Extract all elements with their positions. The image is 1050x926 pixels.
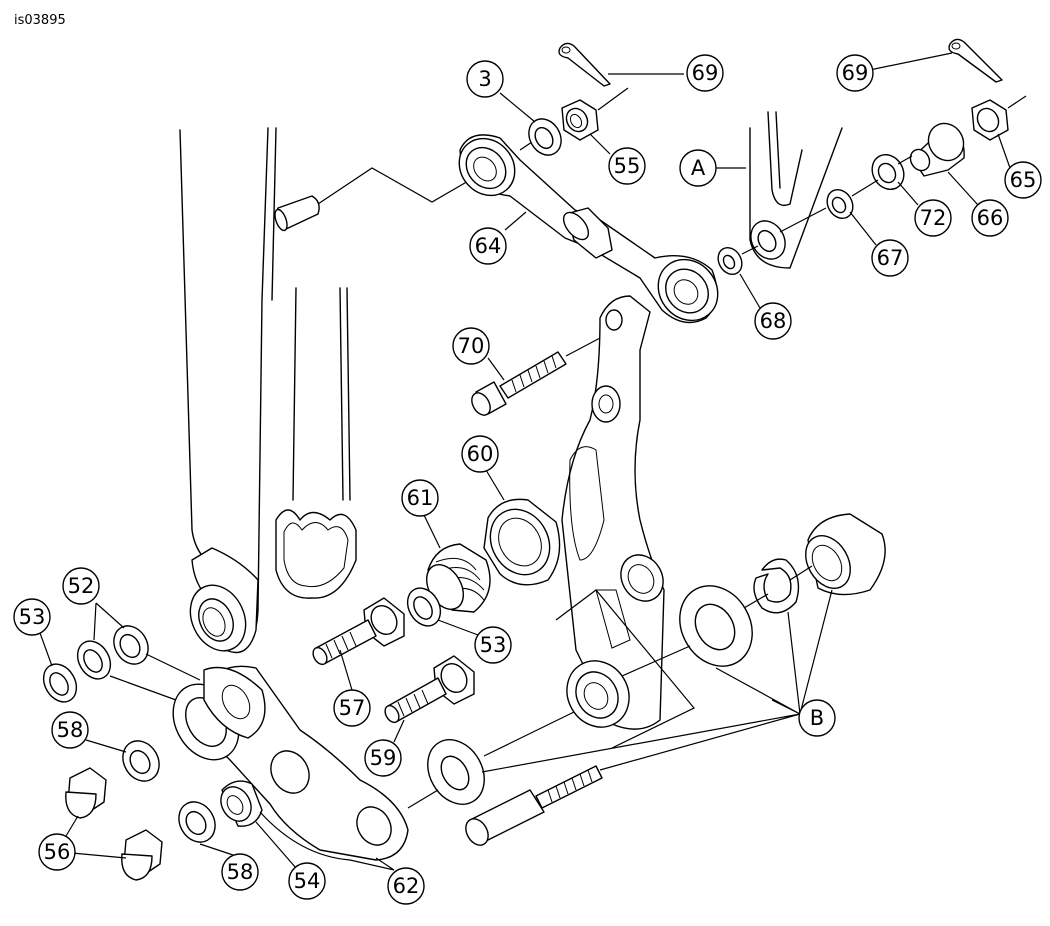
cap-nut-part-56-lower xyxy=(121,829,163,881)
callout-64: 64 xyxy=(469,227,507,265)
callout-56: 56 xyxy=(38,833,76,871)
upper-frame-stub xyxy=(274,167,471,232)
callout-55-text: 55 xyxy=(614,154,641,178)
callout-60: 60 xyxy=(461,435,499,473)
callout-62-text: 62 xyxy=(393,874,420,898)
callout-72-text: 72 xyxy=(920,206,947,230)
callout-52-text: 52 xyxy=(68,574,95,598)
washer-part-b-lower xyxy=(427,739,485,805)
callout-70: 70 xyxy=(452,327,490,365)
callout-59: 59 xyxy=(364,739,402,777)
callout-58-upper: 58 xyxy=(51,711,89,749)
washer-part-53-left xyxy=(42,663,78,703)
b-group-bracket-lines xyxy=(555,589,695,749)
callout-65: 65 xyxy=(1004,161,1042,199)
cotter-pin-part-69-right xyxy=(948,38,1003,83)
callout-53-left: 53 xyxy=(13,598,51,636)
callout-A: A xyxy=(679,149,717,187)
callout-66: 66 xyxy=(971,199,1009,237)
washer-part-3 xyxy=(528,118,562,156)
bolt-part-57 xyxy=(312,597,405,666)
callout-56-text: 56 xyxy=(44,840,71,864)
callout-55: 55 xyxy=(608,147,646,185)
callout-61: 61 xyxy=(401,479,439,517)
bell-crank-bracket xyxy=(561,295,665,730)
callout-57-text: 57 xyxy=(339,696,366,720)
washer-part-53-center xyxy=(406,587,442,627)
retaining-ring-part-b xyxy=(753,558,800,614)
callout-54: 54 xyxy=(288,862,326,900)
right-frame-mount xyxy=(749,111,843,269)
callout-62: 62 xyxy=(387,867,425,905)
bolt-part-70 xyxy=(471,337,601,416)
callout-69-left-text: 69 xyxy=(692,61,719,85)
callout-A-text: A xyxy=(691,156,706,180)
callout-58-upper-text: 58 xyxy=(57,718,84,742)
callout-58-lower-text: 58 xyxy=(227,860,254,884)
callout-65-text: 65 xyxy=(1010,168,1037,192)
nut-part-55 xyxy=(561,87,629,141)
connecting-link-part-64 xyxy=(458,134,719,324)
callout-61-text: 61 xyxy=(407,486,434,510)
callout-68: 68 xyxy=(754,302,792,340)
large-nut-part-60 xyxy=(483,498,561,586)
right-bolt-axis xyxy=(779,155,913,233)
callout-60-text: 60 xyxy=(467,442,494,466)
leader-lines xyxy=(39,52,1011,871)
callout-67: 67 xyxy=(871,239,909,277)
nut-part-65 xyxy=(971,95,1027,141)
callout-57: 57 xyxy=(333,689,371,727)
bolt-part-b xyxy=(465,765,603,846)
callout-58-lower: 58 xyxy=(221,853,259,891)
washer-part-b-large xyxy=(679,585,753,667)
callout-53-left-text: 53 xyxy=(19,605,46,629)
center-frame-arm xyxy=(275,287,357,599)
washer-part-67 xyxy=(826,188,854,220)
callout-72: 72 xyxy=(914,199,952,237)
callout-54-text: 54 xyxy=(294,869,321,893)
pivot-plate-part-62 xyxy=(172,665,409,861)
callout-3: 3 xyxy=(466,60,504,98)
callout-59-text: 59 xyxy=(370,746,397,770)
callout-53-center-text: 53 xyxy=(480,633,507,657)
callout-3-text: 3 xyxy=(478,67,491,91)
washer-part-58-upper xyxy=(122,740,160,782)
washer-part-68 xyxy=(717,245,759,276)
callout-68-text: 68 xyxy=(760,309,787,333)
cap-nut-part-56-upper xyxy=(65,767,107,819)
threaded-collar-part-61 xyxy=(425,543,491,613)
callout-69-right: 69 xyxy=(836,54,874,92)
left-frame-arm xyxy=(179,127,277,654)
callout-69-left: 69 xyxy=(686,54,724,92)
callout-B: B xyxy=(798,699,836,737)
washer-part-72 xyxy=(871,154,905,190)
spacer-part-66 xyxy=(909,122,965,177)
callout-64-text: 64 xyxy=(475,234,502,258)
bushing-part-54 xyxy=(220,780,263,827)
left-bushing-axis xyxy=(109,653,201,701)
callout-70-text: 70 xyxy=(458,334,485,358)
bolt-part-59 xyxy=(384,655,475,724)
callout-66-text: 66 xyxy=(977,206,1004,230)
callout-67-text: 67 xyxy=(877,246,904,270)
callout-53-center: 53 xyxy=(474,626,512,664)
callout-52: 52 xyxy=(62,567,100,605)
cotter-pin-part-69-left xyxy=(558,42,611,87)
callout-69-right-text: 69 xyxy=(842,61,869,85)
b-group-axis xyxy=(407,565,813,809)
bushing-part-52-back xyxy=(113,625,149,665)
bushing-part-52-front xyxy=(76,640,112,680)
figure-id: is03895 xyxy=(14,13,66,28)
callout-B-text: B xyxy=(810,706,824,730)
bushing-part-b-large xyxy=(805,513,886,596)
washer-part-58-lower xyxy=(178,801,216,843)
